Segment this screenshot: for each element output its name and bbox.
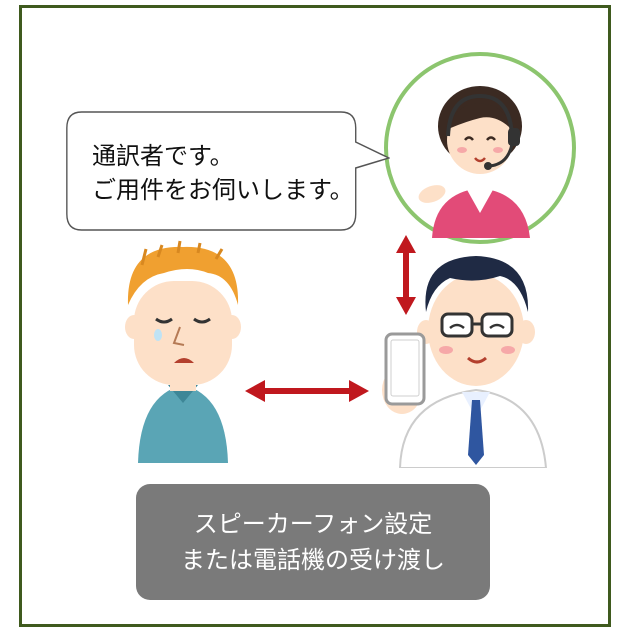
- speech-bubble: [66, 111, 390, 231]
- speech-line-1: 通訳者です。: [92, 142, 234, 170]
- caption-line-1: スピーカーフォン設定: [193, 510, 433, 538]
- horizontal-double-arrow: [245, 380, 369, 402]
- speech-bubble-text: 通訳者です。 ご用件をお伺いします。: [92, 139, 392, 207]
- vertical-double-arrow: [396, 235, 416, 315]
- customer-illustration: [125, 240, 241, 463]
- doctor-illustration: [382, 256, 548, 468]
- caption-box: スピーカーフォン設定 または電話機の受け渡し: [136, 484, 490, 600]
- interpreter-illustration: [384, 52, 576, 244]
- speech-line-2: ご用件をお伺いします。: [92, 176, 354, 204]
- caption-line-2: または電話機の受け渡し: [181, 546, 445, 574]
